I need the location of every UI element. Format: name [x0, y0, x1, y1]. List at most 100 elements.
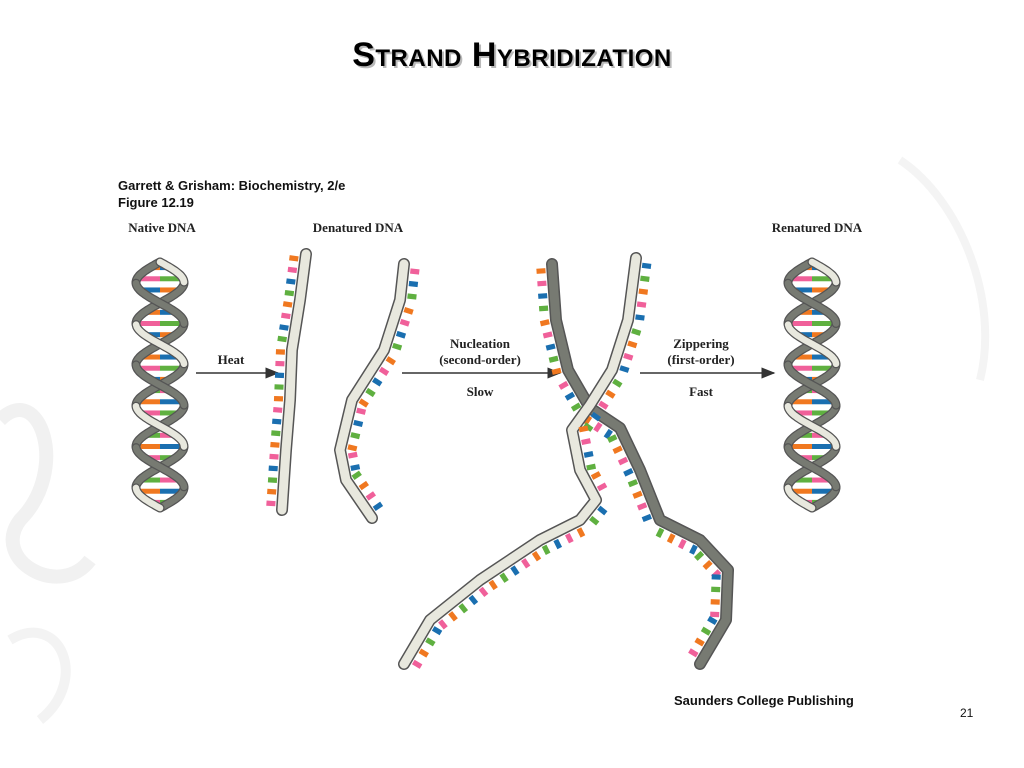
nucleotide-base	[564, 391, 576, 401]
nucleotide-base	[499, 572, 509, 583]
nucleotide-base	[710, 611, 720, 618]
nucleotide-base	[282, 301, 293, 308]
nucleotide-base	[707, 615, 718, 626]
nucleotide-base	[468, 594, 479, 606]
base-pair-half	[812, 287, 833, 293]
nucleotide-base	[538, 305, 549, 312]
nucleotide-base	[632, 490, 643, 499]
base-pair-half	[788, 399, 812, 405]
base-pair-half	[139, 410, 160, 416]
nucleotide-base	[551, 367, 562, 375]
nucleotide-base	[710, 599, 720, 605]
strand-outline	[398, 252, 642, 670]
base-pair-half	[812, 399, 836, 405]
nucleotide-base	[539, 319, 550, 327]
nucleotide-base	[538, 293, 548, 299]
base-pair-half	[136, 276, 160, 282]
nucleotide-base	[694, 637, 705, 647]
base-pair-half	[160, 410, 181, 416]
nucleotide-base	[399, 318, 410, 327]
native-dna-label: Native DNA	[128, 220, 196, 235]
nucleotide-base	[458, 603, 469, 614]
nucleotide-base	[590, 411, 602, 422]
strand-backbone	[277, 249, 311, 515]
nucleotide-base	[356, 407, 367, 415]
base-pair-half	[136, 365, 160, 371]
denatured-dna-label: Denatured DNA	[312, 220, 404, 235]
nucleated-strands	[398, 252, 734, 670]
nucleotide-base	[576, 527, 586, 538]
nucleotide-base	[351, 470, 362, 480]
nucleotide-base	[266, 500, 276, 507]
nucleotide-base	[583, 422, 594, 432]
strand-backbone	[335, 259, 409, 523]
nucleotide-base	[281, 312, 291, 320]
nucleotide-base	[590, 471, 602, 480]
nucleotide-base	[271, 430, 281, 437]
nucleotide-base	[564, 533, 574, 544]
nucleotide-base	[689, 544, 698, 555]
nucleotide-base	[531, 550, 542, 562]
nucleotide-base	[279, 324, 289, 331]
nucleotide-base	[542, 331, 553, 339]
nucleotide-base	[589, 515, 600, 526]
nucleotide-base	[627, 479, 639, 488]
nucleotide-base	[636, 502, 648, 511]
base-pair-half	[812, 321, 836, 326]
publisher-credit: Saunders College Publishing	[674, 693, 854, 708]
base-pair-half	[788, 276, 812, 282]
helix-backbone	[784, 258, 840, 512]
nucleotide-base	[570, 402, 582, 412]
base-pair-half	[136, 321, 160, 326]
helix-backbone	[132, 279, 188, 491]
nucleotide-base	[274, 372, 285, 379]
nucleotide-base	[593, 421, 603, 433]
base-pair-half	[812, 488, 836, 494]
zippering-rate-label: Fast	[689, 384, 713, 399]
helix-backbone	[132, 258, 188, 512]
nucleotide-base	[635, 314, 645, 321]
nucleotide-base	[478, 586, 489, 598]
nucleotide-base	[702, 559, 713, 570]
nucleotide-base	[627, 340, 638, 349]
nucleotide-base	[583, 450, 594, 458]
nucleotide-base	[623, 352, 634, 361]
nucleotide-base	[392, 342, 403, 351]
nucleotide-base	[267, 488, 277, 495]
nucleotide-base	[640, 275, 650, 282]
nucleotide-base	[347, 444, 358, 452]
nucleotide-base	[350, 432, 361, 440]
strand-backbone	[547, 259, 733, 669]
base-pair-half	[791, 354, 812, 360]
nucleotide-base	[510, 565, 520, 576]
nucleotide-base	[537, 280, 547, 287]
nucleotide-base	[638, 288, 649, 295]
base-pair-half	[791, 477, 812, 483]
base-pair-half	[160, 276, 184, 282]
base-pair-half	[136, 488, 160, 494]
base-pair-half	[812, 410, 833, 416]
nucleotide-base	[277, 335, 288, 343]
nucleotide-base	[385, 356, 396, 366]
nucleotide-base	[425, 637, 436, 647]
nucleotide-base	[358, 398, 369, 408]
base-pair-half	[812, 354, 833, 360]
renatured-dna-helix	[783, 257, 841, 513]
nucleotide-base	[711, 574, 721, 580]
base-pair-half	[160, 287, 181, 293]
nucleotide-base	[448, 611, 458, 622]
nucleotide-base	[488, 579, 498, 591]
nucleotide-base	[350, 464, 361, 471]
nucleotide-base	[558, 380, 569, 390]
nucleotide-base	[411, 659, 423, 669]
zippering-order-label: (first-order)	[667, 352, 735, 367]
nucleotide-base	[438, 619, 448, 630]
nucleotide-base	[619, 365, 630, 373]
nucleotide-base	[431, 626, 443, 636]
base-pair-half	[160, 354, 181, 360]
nucleotide-base	[287, 266, 298, 274]
base-pair-half	[788, 488, 812, 494]
nucleotide-base	[358, 480, 369, 491]
nucleotide-base	[636, 301, 647, 308]
